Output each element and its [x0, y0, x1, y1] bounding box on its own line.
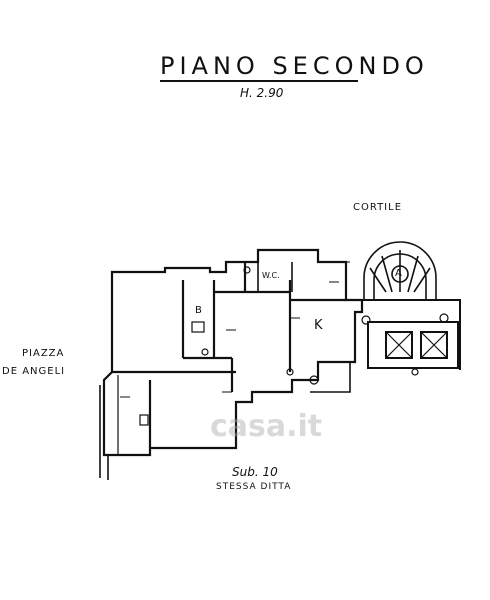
plan-title: PIANO SECONDO [160, 52, 429, 80]
owner-label: STESSA DITTA [216, 482, 292, 492]
watermark: casa.it [210, 409, 323, 444]
square-label-line2: DE ANGELI [2, 366, 66, 377]
title-underline [160, 80, 358, 82]
interior-wall [112, 262, 346, 448]
room-label-wc: W.C. [262, 271, 280, 280]
ceiling-height-label: H. 2.90 [240, 86, 284, 100]
courtyard-label: CORTILE [353, 202, 403, 213]
room-label-stair: A [395, 268, 402, 279]
room-label-kitchen: K [314, 318, 323, 333]
sub-label: Sub. 10 [232, 465, 278, 479]
square-label-line1: PIAZZA [22, 348, 65, 359]
room-label-bathroom: B [195, 305, 202, 316]
